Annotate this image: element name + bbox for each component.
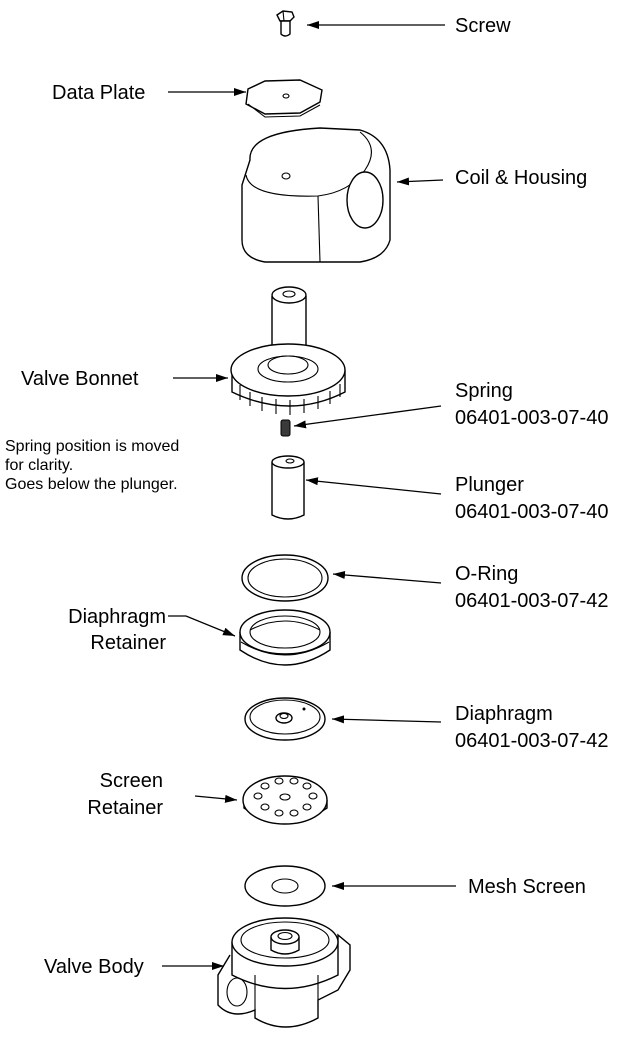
valve-bonnet-part — [230, 286, 346, 415]
coil-housing-part — [241, 127, 391, 263]
plunger-part — [271, 455, 305, 520]
label-spring-part-number: 06401-003-07-40 — [455, 407, 609, 429]
data-plate-part — [245, 79, 323, 118]
label-diaphragm-retainer-line-1: Diaphragm — [68, 606, 166, 628]
label-data-plate: Data Plate — [52, 82, 146, 104]
label-plunger: Plunger — [455, 474, 524, 496]
note-line-3: Goes below the plunger. — [5, 476, 178, 493]
label-coil-housing: Coil & Housing — [455, 167, 588, 189]
label-valve-bonnet: Valve Bonnet — [21, 368, 139, 390]
label-diaphragm-retainer-line-2: Retainer — [90, 632, 166, 654]
spring-part — [280, 419, 291, 437]
diaphragm-part — [244, 697, 326, 741]
label-o-ring: O-Ring — [455, 563, 519, 585]
note-line-1: Spring position is moved — [5, 438, 180, 455]
label-screw: Screw — [455, 15, 511, 37]
note-line-2: for clarity. — [5, 457, 74, 474]
valve-body-part — [217, 917, 351, 1028]
label-plunger-part-number: 06401-003-07-40 — [455, 501, 609, 523]
mesh-screen-part — [244, 865, 326, 907]
screen-retainer-part — [242, 775, 328, 825]
label-o-ring-part-number: 06401-003-07-42 — [455, 590, 609, 612]
o-ring-part — [241, 554, 329, 602]
label-screen-retainer-line-1: Screen — [99, 770, 163, 792]
label-diaphragm-part-number: 06401-003-07-42 — [455, 730, 609, 752]
leader-lines — [162, 21, 456, 970]
label-spring: Spring — [455, 380, 513, 402]
screw-part — [276, 10, 295, 37]
label-valve-body: Valve Body — [44, 956, 144, 978]
diaphragm-retainer-part — [239, 609, 331, 666]
label-screen-retainer-line-2: Retainer — [87, 797, 163, 819]
label-diaphragm: Diaphragm — [455, 703, 553, 725]
label-mesh-screen: Mesh Screen — [468, 876, 586, 898]
